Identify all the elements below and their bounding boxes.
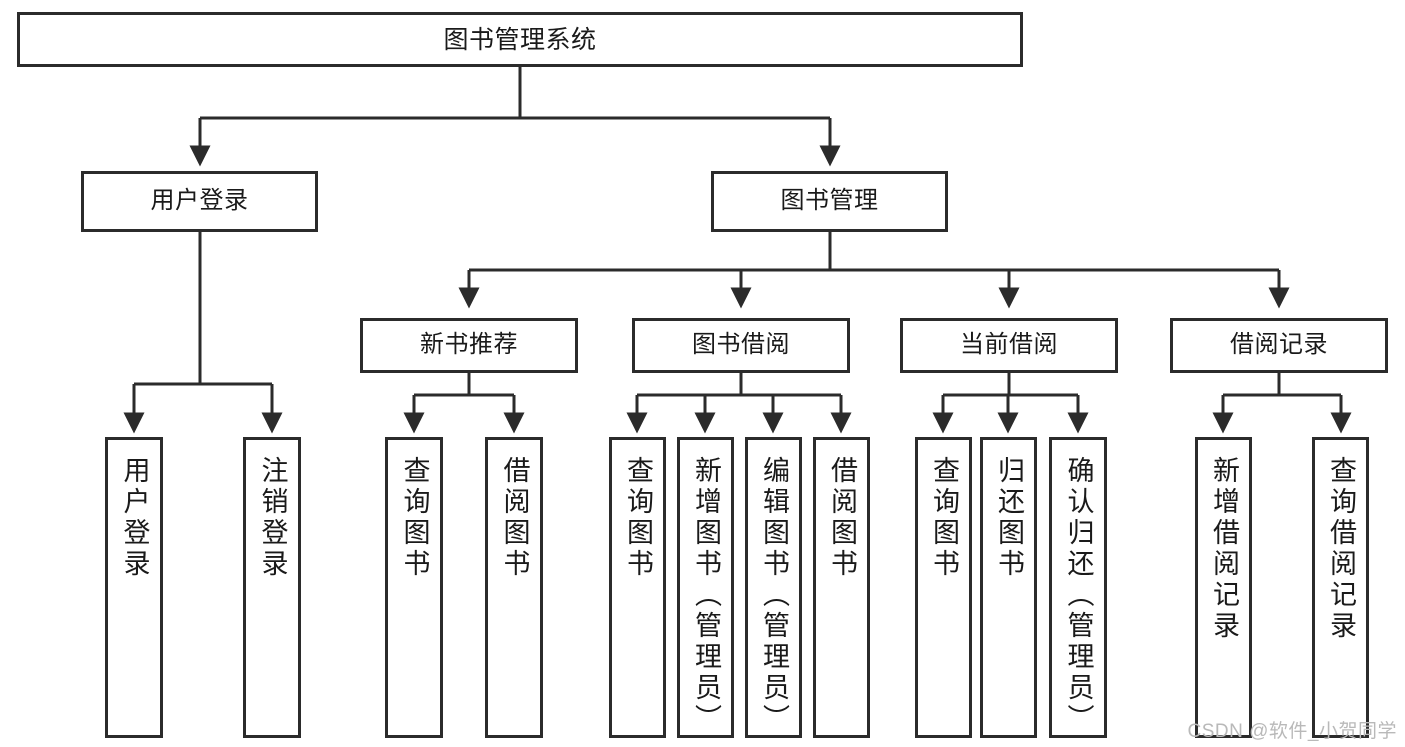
node-leaf-query-record-label: 查询借阅记录 xyxy=(1326,456,1356,642)
node-book-manage[interactable]: 图书管理 xyxy=(711,171,948,232)
node-leaf-borrow-book-2[interactable]: 借阅图书 xyxy=(813,437,870,738)
node-user-login-label: 用户登录 xyxy=(150,187,249,215)
node-leaf-borrow-book-1[interactable]: 借阅图书 xyxy=(485,437,543,738)
node-leaf-logout-login-label: 注销登录 xyxy=(257,456,288,580)
node-leaf-query-book-2-label: 查询图书 xyxy=(623,456,653,580)
node-leaf-borrow-book-2-label: 借阅图书 xyxy=(827,456,857,580)
node-current-borrow-label: 当前借阅 xyxy=(960,331,1058,359)
node-book-manage-label: 图书管理 xyxy=(780,187,879,215)
node-leaf-confirm-return-label: 确认归还（管理员） xyxy=(1063,456,1094,735)
node-leaf-return-book[interactable]: 归还图书 xyxy=(980,437,1037,738)
node-borrow-record[interactable]: 借阅记录 xyxy=(1170,318,1388,373)
node-leaf-edit-book[interactable]: 编辑图书（管理员） xyxy=(745,437,802,738)
node-leaf-confirm-return[interactable]: 确认归还（管理员） xyxy=(1049,437,1107,738)
node-leaf-add-book[interactable]: 新增图书（管理员） xyxy=(677,437,734,738)
node-root-system[interactable]: 图书管理系统 xyxy=(17,12,1023,67)
node-leaf-add-record[interactable]: 新增借阅记录 xyxy=(1195,437,1252,738)
node-leaf-logout-login[interactable]: 注销登录 xyxy=(243,437,301,738)
node-user-login[interactable]: 用户登录 xyxy=(81,171,318,232)
node-leaf-user-login-label: 用户登录 xyxy=(119,456,150,580)
node-leaf-query-book-3[interactable]: 查询图书 xyxy=(915,437,972,738)
node-leaf-add-record-label: 新增借阅记录 xyxy=(1209,456,1239,642)
node-book-borrow-label: 图书借阅 xyxy=(692,331,790,359)
node-book-borrow[interactable]: 图书借阅 xyxy=(632,318,850,373)
node-new-book-recommend[interactable]: 新书推荐 xyxy=(360,318,578,373)
node-current-borrow[interactable]: 当前借阅 xyxy=(900,318,1118,373)
node-leaf-query-book-1-label: 查询图书 xyxy=(399,456,430,580)
node-leaf-query-book-2[interactable]: 查询图书 xyxy=(609,437,666,738)
node-borrow-record-label: 借阅记录 xyxy=(1230,331,1328,359)
node-leaf-edit-book-label: 编辑图书（管理员） xyxy=(759,456,789,735)
node-leaf-return-book-label: 归还图书 xyxy=(994,456,1024,580)
node-leaf-user-login[interactable]: 用户登录 xyxy=(105,437,163,738)
node-leaf-add-book-label: 新增图书（管理员） xyxy=(691,456,721,735)
node-leaf-query-record[interactable]: 查询借阅记录 xyxy=(1312,437,1369,738)
node-leaf-query-book-3-label: 查询图书 xyxy=(929,456,959,580)
node-new-book-recommend-label: 新书推荐 xyxy=(420,331,518,359)
node-leaf-borrow-book-1-label: 借阅图书 xyxy=(499,456,530,580)
node-leaf-query-book-1[interactable]: 查询图书 xyxy=(385,437,443,738)
csdn-watermark: CSDN @软件_小贺同学 xyxy=(1187,721,1397,742)
node-root-system-label: 图书管理系统 xyxy=(443,25,597,54)
